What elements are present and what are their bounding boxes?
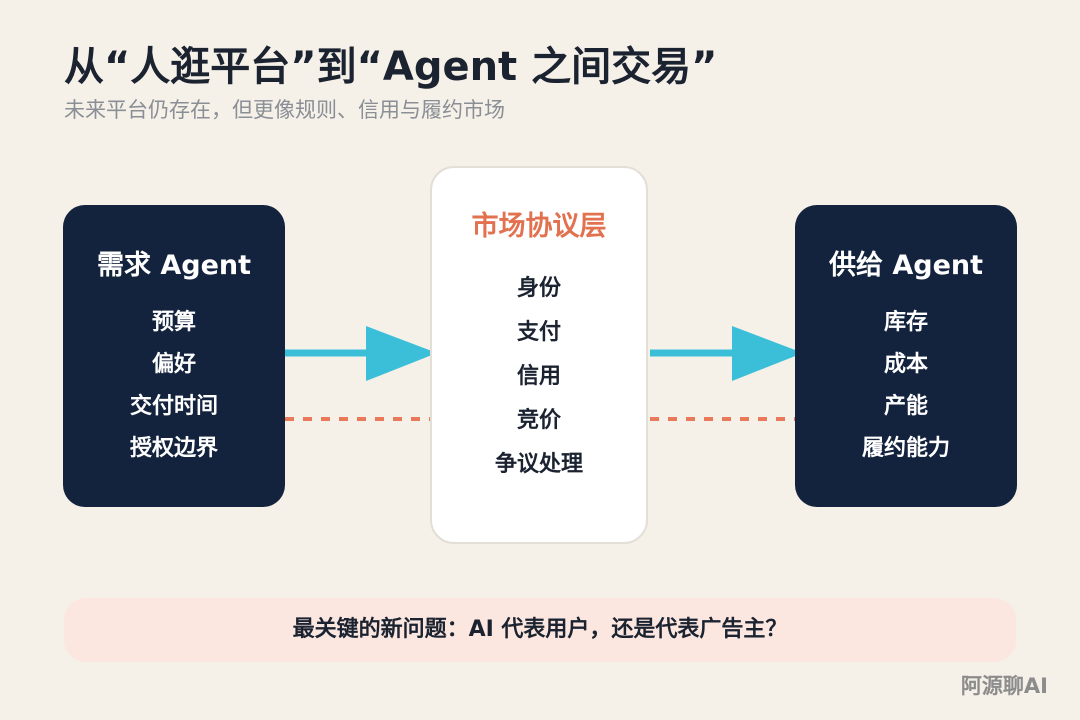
- key-question-banner: 最关键的新问题：AI 代表用户，还是代表广告主？: [64, 598, 1016, 662]
- demand-item: 授权边界: [129, 436, 218, 461]
- supply-agent-title: 供给 Agent: [828, 250, 984, 281]
- protocol-to-supply-arrow-head: [732, 326, 803, 381]
- supply-item: 履约能力: [861, 436, 950, 461]
- watermark: 阿源聊AI: [960, 674, 1048, 698]
- protocol-item: 支付: [516, 320, 561, 345]
- protocol-item: 信用: [516, 364, 561, 389]
- supply-agent-list: 库存 成本 产能 履约能力: [795, 302, 1017, 470]
- protocol-layer-list: 身份 支付 信用 竞价 争议处理: [432, 267, 646, 487]
- demand-to-protocol-arrow-head: [366, 326, 437, 381]
- supply-item: 成本: [883, 352, 928, 377]
- page-title: 从“人逛平台”到“Agent 之间交易”: [64, 44, 718, 90]
- demand-item: 偏好: [151, 352, 196, 377]
- demand-agent-box: 需求 Agent 预算 偏好 交付时间 授权边界: [63, 205, 285, 507]
- demand-agent-title: 需求 Agent: [96, 250, 252, 281]
- demand-agent-list: 预算 偏好 交付时间 授权边界: [63, 302, 285, 470]
- demand-item: 交付时间: [129, 394, 218, 419]
- protocol-item: 身份: [516, 276, 561, 301]
- protocol-layer-box: 市场协议层 身份 支付 信用 竞价 争议处理: [430, 166, 648, 544]
- protocol-item: 争议处理: [494, 452, 583, 477]
- page-subtitle: 未来平台仍存在，但更像规则、信用与履约市场: [64, 98, 505, 122]
- supply-item: 库存: [883, 310, 928, 335]
- protocol-layer-title: 市场协议层: [471, 211, 607, 242]
- supply-item: 产能: [883, 394, 928, 419]
- protocol-item: 竞价: [516, 408, 561, 433]
- demand-item: 预算: [151, 310, 196, 335]
- supply-agent-box: 供给 Agent 库存 成本 产能 履约能力: [795, 205, 1017, 507]
